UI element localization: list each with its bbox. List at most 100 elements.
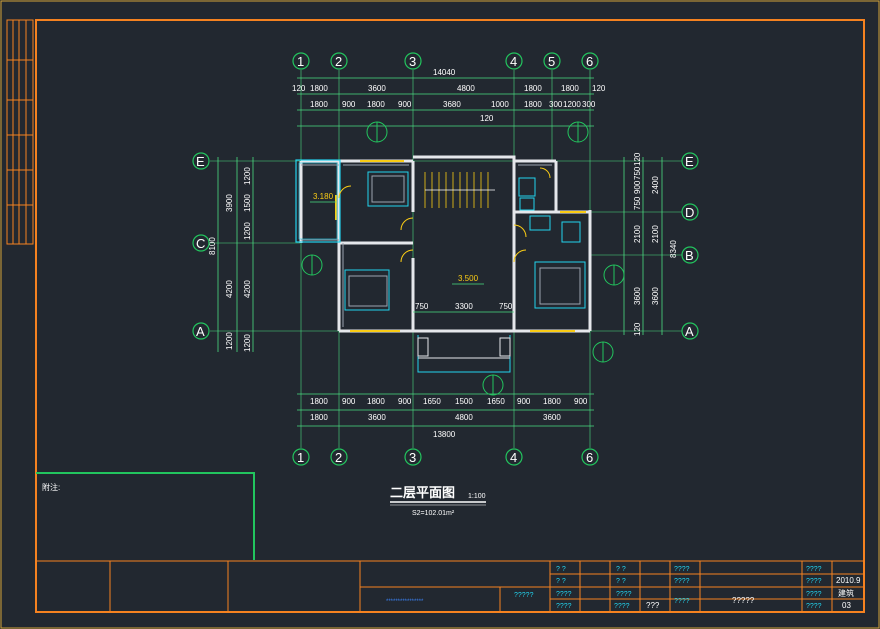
tb-mark: ???? [556, 591, 572, 598]
dim: 120 [480, 114, 494, 123]
level-markers: 3.180 3.500 [310, 192, 484, 285]
dim: 1200 [243, 334, 252, 352]
grid-labels-top: 1 2 3 4 5 6 [297, 54, 593, 69]
dim: 750 [633, 166, 642, 180]
tb-mark: ? ? [616, 578, 626, 585]
dim: 3600 [368, 84, 386, 93]
tb-project-name: **************** [386, 599, 424, 605]
dim: 2100 [633, 225, 642, 243]
walls [299, 155, 592, 333]
dim: 1500 [243, 194, 252, 212]
dim: 1200 [563, 100, 581, 109]
dim: 1650 [423, 397, 441, 406]
tb-mark: ???? [674, 598, 690, 605]
dim: 1800 [367, 397, 385, 406]
top-dimensions: 14040 120 1800 3600 4800 1800 1800 120 1… [292, 68, 606, 123]
drawing-area: S2=102.01m² [412, 510, 455, 517]
tb-mark: ???? [806, 566, 822, 573]
grid-bubbles-bottom [292, 448, 599, 466]
light-fixtures [301, 121, 625, 396]
grid-label: 6 [586, 54, 593, 69]
dim: 1800 [561, 84, 579, 93]
dim: 1000 [491, 100, 509, 109]
dim: 900 [574, 397, 588, 406]
dim: 120 [292, 84, 306, 93]
grid-label: A [196, 324, 205, 339]
dim: 1800 [367, 100, 385, 109]
tb-mark: ???? [806, 603, 822, 610]
dim: 900 [342, 100, 356, 109]
dim: 1200 [225, 332, 234, 350]
tb-mark: ??? [646, 601, 660, 610]
balcony [295, 159, 341, 243]
grid-label: B [685, 248, 694, 263]
tb-sheet-no: 03 [842, 601, 851, 610]
dim: 750 [415, 302, 429, 311]
grid-label: C [196, 236, 205, 251]
dim: 1800 [310, 413, 328, 422]
level-marker: 3.180 [313, 192, 334, 201]
interior-dims: 750 3300 750 [413, 302, 514, 313]
tb-mark: ???? [556, 603, 572, 610]
dim: 1800 [310, 397, 328, 406]
dim: 120 [592, 84, 606, 93]
grid-bubbles-top [292, 52, 599, 70]
dim: 1200 [243, 167, 252, 185]
drawing-scale: 1:100 [468, 493, 486, 500]
dim-right-total: 8340 [669, 240, 678, 258]
dim: 8100 [208, 237, 217, 255]
grid-label: 5 [548, 54, 555, 69]
dim: 1800 [524, 100, 542, 109]
bottom-dimensions: 1800 900 1800 900 1650 1500 1650 900 180… [310, 397, 588, 439]
dim: 2400 [651, 176, 660, 194]
tb-mark: ? ? [556, 566, 566, 573]
dim-bottom-total: 13800 [433, 430, 456, 439]
grid-lines [210, 70, 690, 448]
tb-mark: ???? [616, 591, 632, 598]
grid-labels-rows: E C A E D B A [196, 154, 694, 339]
grid-label: 4 [510, 54, 517, 69]
dim: 1650 [487, 397, 505, 406]
grid-label: 3 [409, 450, 416, 465]
dim: 1500 [455, 397, 473, 406]
tb-mark: ???? [674, 578, 690, 585]
dim: 4200 [243, 280, 252, 298]
wall-thin [301, 164, 552, 327]
dim: 1800 [310, 84, 328, 93]
grid-label: 4 [510, 450, 517, 465]
dim: 900 [342, 397, 356, 406]
grid-label: 6 [586, 450, 593, 465]
left-dimensions: 3900 8100 1200 1200 1500 1200 4200 1200 … [208, 167, 252, 352]
grid-label: E [685, 154, 694, 169]
dim: 300 [582, 100, 596, 109]
dim: 1800 [543, 397, 561, 406]
tb-mark: ????? [514, 592, 534, 599]
dim: 750 [499, 302, 513, 311]
notes-box [36, 472, 255, 560]
dim: 120 [633, 152, 642, 166]
balcony-inner [298, 162, 338, 240]
dim: 3600 [368, 413, 386, 422]
dim: 3600 [633, 287, 642, 305]
dimension-lines [217, 77, 663, 427]
dim: 750 [633, 196, 642, 210]
grid-label: 2 [335, 450, 342, 465]
dim: 4800 [457, 84, 475, 93]
dim: 1200 [243, 222, 252, 240]
porch [417, 335, 511, 373]
dim: 1800 [524, 84, 542, 93]
grid-label: 3 [409, 54, 416, 69]
dim: 300 [549, 100, 563, 109]
tb-discipline: 建筑 [838, 588, 854, 598]
dim: 2100 [651, 225, 660, 243]
tb-date: 2010.9 [836, 576, 861, 585]
windows [335, 160, 586, 332]
dim: 3600 [543, 413, 561, 422]
dim: 900 [398, 100, 412, 109]
grid-label: 2 [335, 54, 342, 69]
grid-label: 1 [297, 450, 304, 465]
tb-mark: ? ? [556, 578, 566, 585]
dim: 4200 [225, 280, 234, 298]
tb-mark: ???? [806, 578, 822, 585]
